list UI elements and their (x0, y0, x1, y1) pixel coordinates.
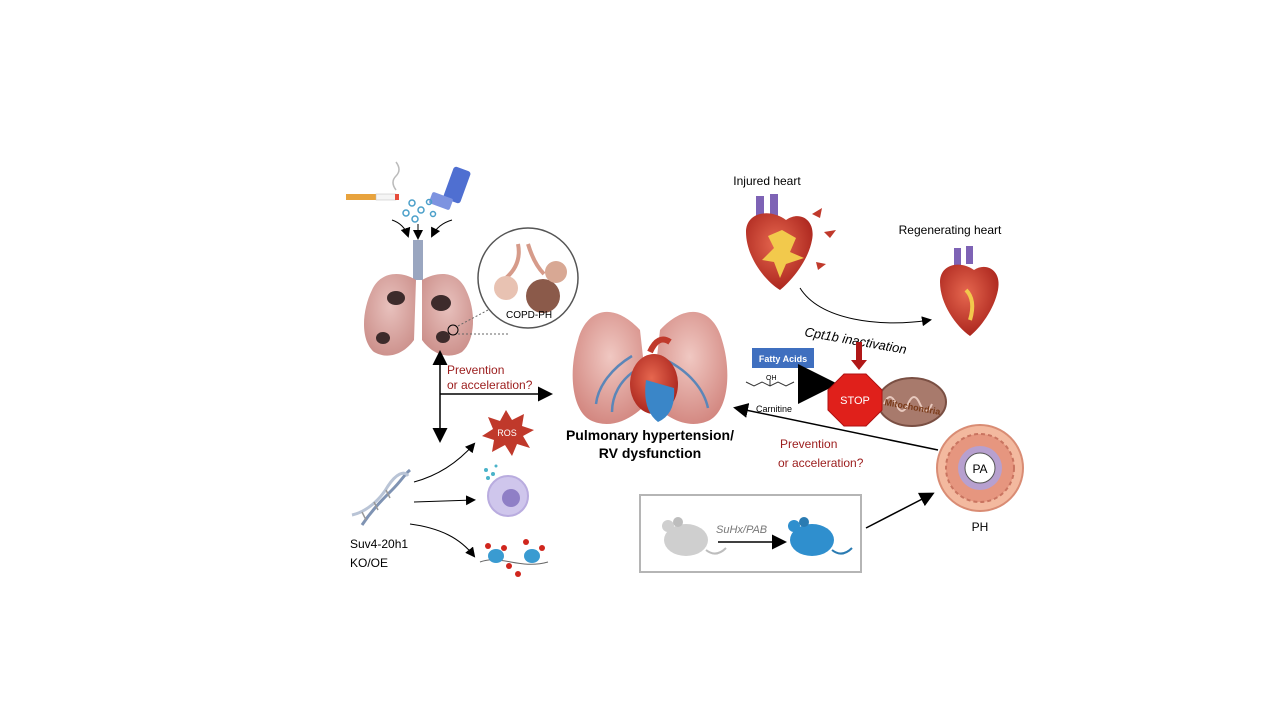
right-prevention-arrow (733, 403, 939, 451)
main-title-line1: Pulmonary hypertension/ (566, 427, 734, 443)
ros-burst-icon (482, 410, 534, 456)
fatty-acids-label: Fatty Acids (759, 354, 807, 364)
nucleosome-icon (479, 539, 549, 577)
ros-label: ROS (497, 428, 517, 438)
stop-down-arrow (851, 342, 867, 370)
dna-icon (351, 468, 411, 526)
regenerating-heart-label: Regenerating heart (899, 223, 1002, 237)
suv-label-line2: KO/OE (350, 556, 388, 570)
particles-icon (402, 198, 437, 223)
mitochondria-icon (877, 377, 947, 427)
regenerating-heart-icon (940, 246, 999, 336)
oh-label: OH (766, 375, 777, 382)
central-lungs-heart-icon (572, 311, 728, 424)
artery-cross-section-icon (936, 424, 1024, 512)
cpt1b-arrow (799, 287, 932, 327)
cigarette-icon (346, 161, 400, 201)
carnitine-structure (745, 380, 795, 387)
stop-label: STOP (840, 395, 870, 407)
grey-mouse-icon (662, 517, 727, 556)
cpt1b-label: Cpt1b inactivation (803, 324, 907, 357)
stop-sign-icon (827, 373, 883, 427)
suv-label-line1: Suv4-20h1 (350, 537, 408, 551)
copd-ph-label: COPD-PH (506, 310, 552, 321)
injured-heart-icon (746, 194, 836, 290)
lungs-icon (364, 240, 474, 356)
cell-icon (484, 464, 529, 517)
inhaler-icon (429, 166, 471, 210)
magnifier-icon (457, 227, 579, 335)
prevention-right-line2: or acceleration? (778, 456, 864, 470)
ph-label: PH (972, 520, 989, 534)
mouse-to-ph-arrow (865, 492, 935, 529)
blue-mouse-icon (788, 517, 853, 556)
main-title-line2: RV dysfunction (599, 445, 701, 461)
prevention-left-line2: or acceleration? (447, 378, 533, 392)
inhalation-arrows (391, 219, 453, 240)
dna-arrows (409, 442, 476, 558)
prevention-left-line1: Prevention (447, 363, 504, 377)
suhx-label: SuHx/PAB (716, 524, 767, 536)
pa-label: PA (972, 462, 987, 476)
carnitine-label: Carnitine (756, 404, 792, 414)
injured-heart-label: Injured heart (733, 174, 801, 188)
fatty-acids-box (752, 348, 814, 368)
prevention-right-line1: Prevention (780, 437, 837, 451)
left-arrows (432, 350, 553, 443)
